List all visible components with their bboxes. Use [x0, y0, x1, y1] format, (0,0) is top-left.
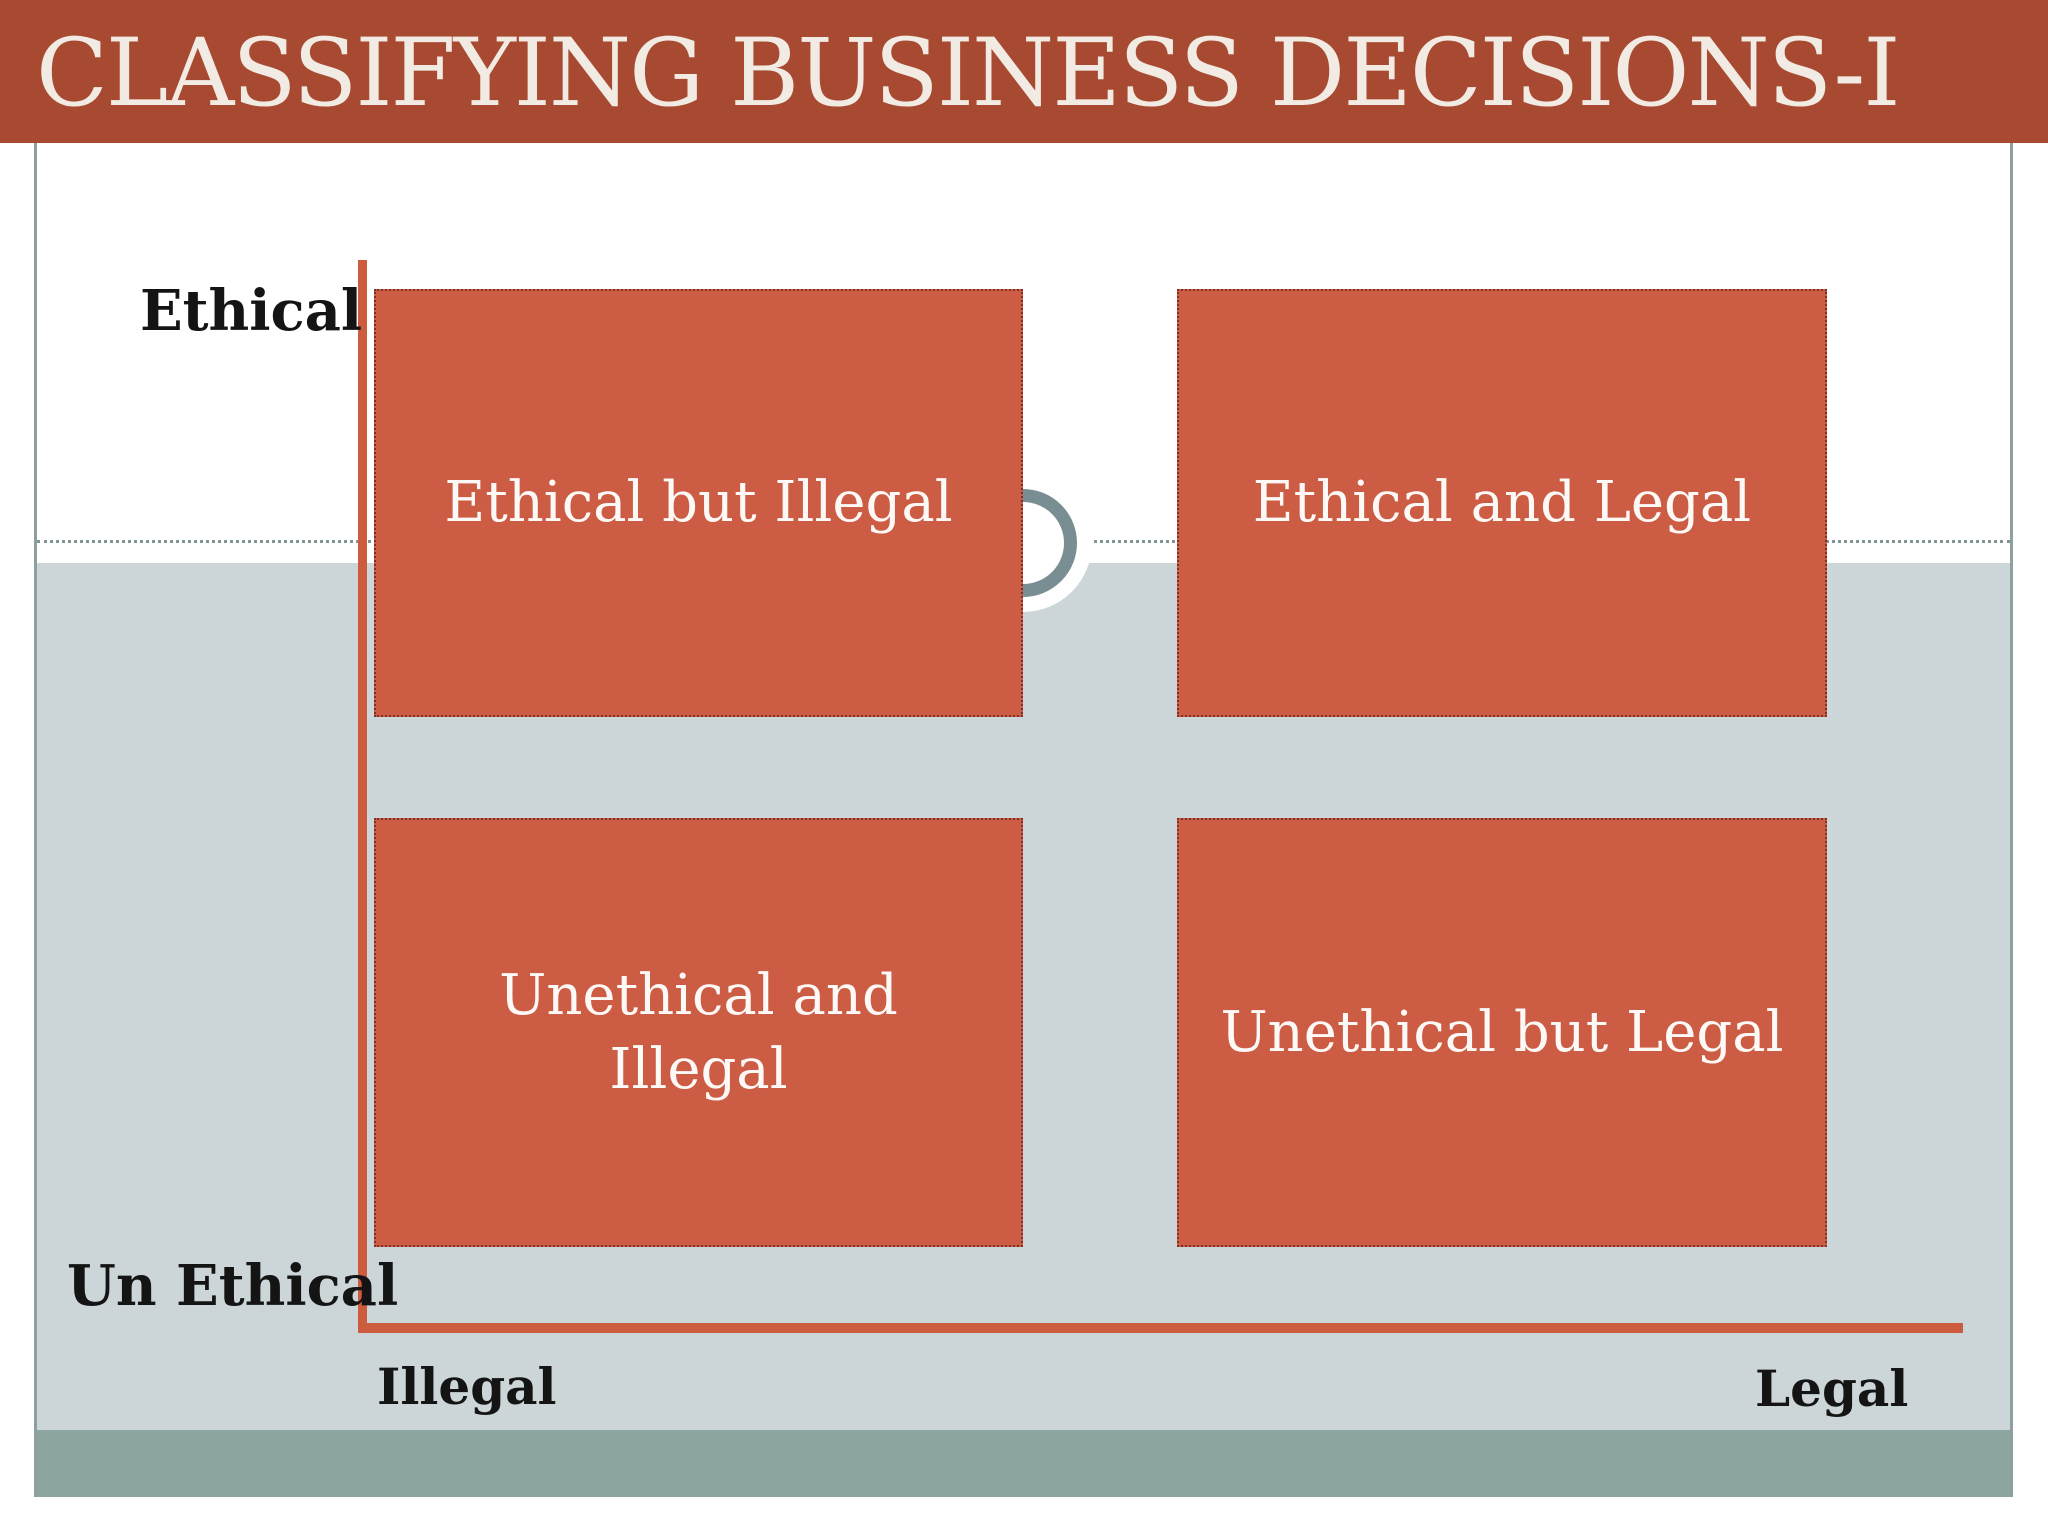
- quadrant-label: Ethical but Illegal: [444, 470, 953, 536]
- x-axis-line: [358, 1323, 1963, 1333]
- slide-title: CLASSIFYING BUSINESS DECISIONS-I: [36, 19, 1900, 128]
- right-frame-line: [2010, 143, 2013, 1497]
- y-axis-label-top: Ethical: [140, 278, 363, 344]
- quadrant-label: Ethical and Legal: [1252, 470, 1752, 536]
- quadrant-unethical-and-illegal: Unethical and Illegal: [374, 818, 1023, 1247]
- quadrant-label: Unethical but Legal: [1220, 999, 1784, 1065]
- x-axis-label-right: Legal: [1755, 1359, 1909, 1418]
- bottom-accent-band: [37, 1430, 2010, 1497]
- y-axis-line: [358, 260, 367, 1333]
- quadrant-ethical-but-illegal: Ethical but Illegal: [374, 289, 1023, 717]
- left-frame-line: [34, 143, 37, 1497]
- x-axis-label-left: Illegal: [377, 1357, 557, 1416]
- quadrant-label: Unethical and Illegal: [499, 962, 898, 1102]
- quadrant-ethical-and-legal: Ethical and Legal: [1177, 289, 1827, 717]
- y-axis-label-bottom: Un Ethical: [67, 1253, 399, 1319]
- title-bar: CLASSIFYING BUSINESS DECISIONS-I: [0, 0, 2048, 143]
- quadrant-unethical-but-legal: Unethical but Legal: [1177, 818, 1827, 1247]
